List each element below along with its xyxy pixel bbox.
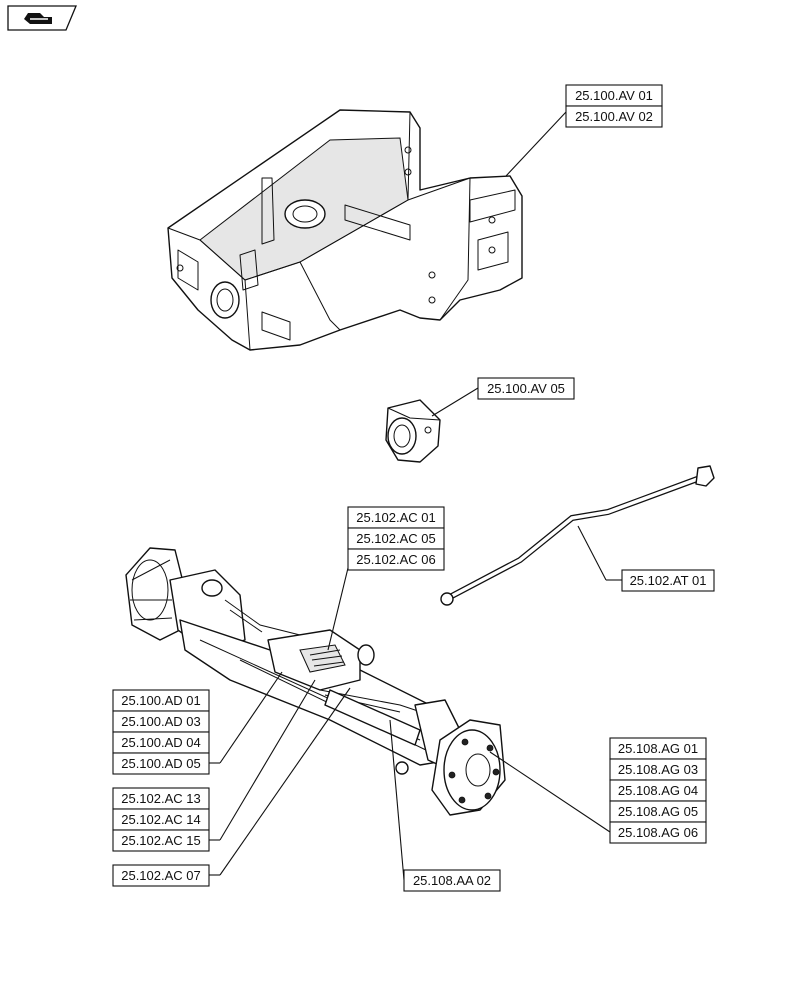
callout-axle-center-1[interactable]: 25.102.AC 01 (347, 506, 445, 529)
callout-chassis-1[interactable]: 25.100.AV 01 (565, 84, 663, 107)
callout-axle-ac-2[interactable]: 25.102.AC 14 (112, 808, 210, 831)
svg-text:25.108.AG 05: 25.108.AG 05 (618, 804, 698, 819)
callout-axle-left-1[interactable]: 25.100.AD 01 (112, 689, 210, 712)
callout-bushing[interactable]: 25.100.AV 05 (477, 377, 575, 400)
svg-text:25.108.AG 06: 25.108.AG 06 (618, 825, 698, 840)
callout-axle-left-3[interactable]: 25.100.AD 04 (112, 731, 210, 754)
back-arrow-icon[interactable] (7, 5, 77, 31)
svg-text:25.100.AV 02: 25.100.AV 02 (575, 109, 653, 124)
callout-hub-right-3[interactable]: 25.108.AG 04 (609, 779, 707, 802)
tube-drawing (440, 465, 715, 606)
svg-text:25.102.AT 01: 25.102.AT 01 (630, 573, 707, 588)
callout-axle-left-4[interactable]: 25.100.AD 05 (112, 752, 210, 775)
svg-text:25.102.AC 13: 25.102.AC 13 (121, 791, 201, 806)
svg-text:25.100.AV 01: 25.100.AV 01 (575, 88, 653, 103)
chassis-drawing (167, 109, 523, 351)
callout-axle-left-2[interactable]: 25.100.AD 03 (112, 710, 210, 733)
callout-axle-ac-3[interactable]: 25.102.AC 15 (112, 829, 210, 852)
svg-text:25.102.AC 15: 25.102.AC 15 (121, 833, 201, 848)
callout-hub-right-1[interactable]: 25.108.AG 01 (609, 737, 707, 760)
svg-text:25.100.AD 01: 25.100.AD 01 (121, 693, 201, 708)
svg-text:25.108.AG 03: 25.108.AG 03 (618, 762, 698, 777)
svg-text:25.108.AA 02: 25.108.AA 02 (413, 873, 491, 888)
callout-axle-ac07[interactable]: 25.102.AC 07 (112, 864, 210, 887)
callout-axle-center-3[interactable]: 25.102.AC 06 (347, 548, 445, 571)
callout-axle-center-2[interactable]: 25.102.AC 05 (347, 527, 445, 550)
callout-axle-aa02[interactable]: 25.108.AA 02 (403, 869, 501, 892)
callout-hub-right-4[interactable]: 25.108.AG 05 (609, 800, 707, 823)
svg-text:25.102.AC 07: 25.102.AC 07 (121, 868, 201, 883)
svg-text:25.100.AD 03: 25.100.AD 03 (121, 714, 201, 729)
svg-text:25.102.AC 14: 25.102.AC 14 (121, 812, 201, 827)
callout-hub-right-2[interactable]: 25.108.AG 03 (609, 758, 707, 781)
svg-text:25.108.AG 04: 25.108.AG 04 (618, 783, 698, 798)
svg-text:25.100.AD 04: 25.100.AD 04 (121, 735, 201, 750)
svg-text:25.100.AD 05: 25.100.AD 05 (121, 756, 201, 771)
svg-text:25.108.AG 01: 25.108.AG 01 (618, 741, 698, 756)
callout-tube[interactable]: 25.102.AT 01 (621, 569, 715, 592)
callout-hub-right-5[interactable]: 25.108.AG 06 (609, 821, 707, 844)
svg-text:25.102.AC 05: 25.102.AC 05 (356, 531, 436, 546)
svg-text:25.100.AV 05: 25.100.AV 05 (487, 381, 565, 396)
svg-text:25.102.AC 01: 25.102.AC 01 (356, 510, 436, 525)
callout-axle-ac-1[interactable]: 25.102.AC 13 (112, 787, 210, 810)
leader-lines (207, 111, 622, 881)
bushing-drawing (385, 399, 441, 463)
callout-chassis-2[interactable]: 25.100.AV 02 (565, 105, 663, 128)
svg-text:25.102.AC 06: 25.102.AC 06 (356, 552, 436, 567)
axle-drawing (125, 547, 506, 816)
